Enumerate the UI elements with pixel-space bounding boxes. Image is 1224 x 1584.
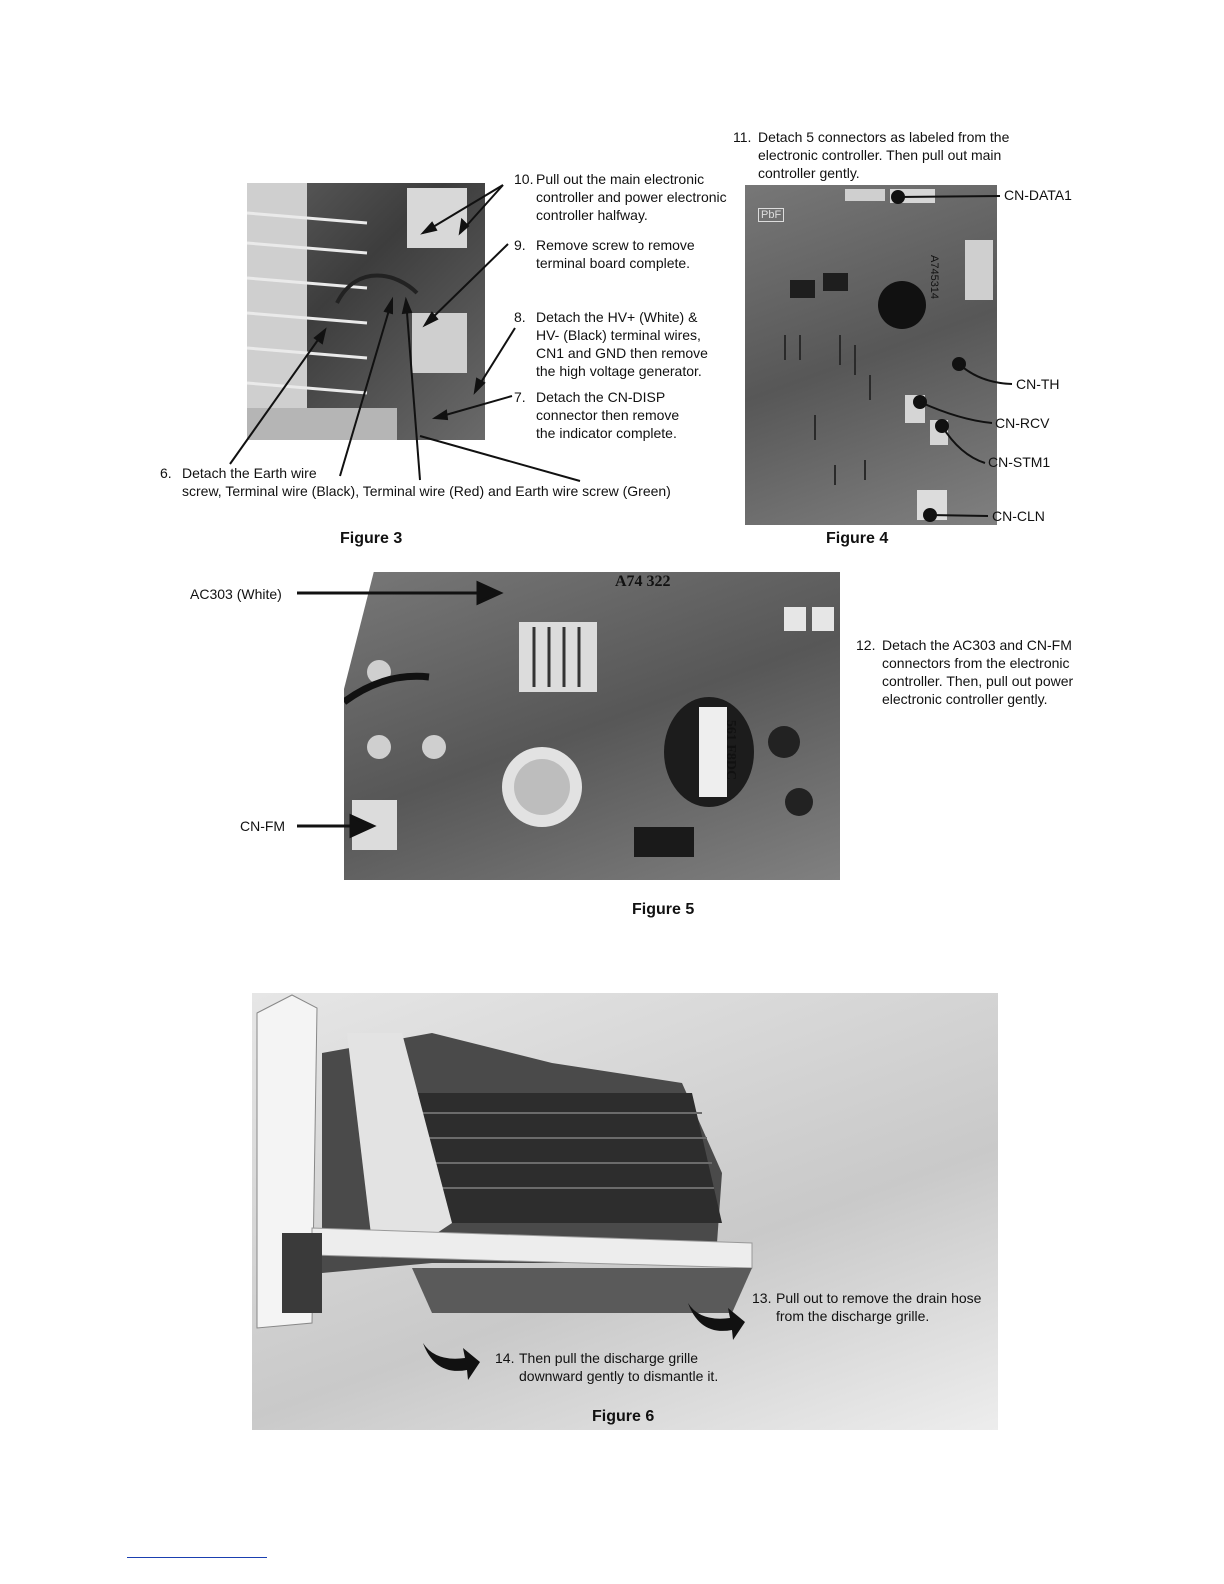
board-number-mark: A74 322	[615, 573, 671, 590]
figure6-step-13: 13. Pull out to remove the drain hose fr…	[752, 1289, 1002, 1325]
step-number: 13.	[752, 1290, 772, 1306]
cn-stm1-label: CN-STM1	[988, 454, 1051, 470]
step-text: Then pull the discharge grille downward …	[519, 1350, 719, 1384]
curved-arrow-icon	[688, 1303, 745, 1340]
figure3-photo-detail	[247, 183, 467, 440]
cn-data1-label: CN-DATA1	[1004, 187, 1072, 203]
step-text: Detach the HV+ (White) & HV- (Black) ter…	[536, 309, 708, 379]
figure3-step-6: 6. Detach the Earth wire screw, Terminal…	[160, 464, 740, 500]
figure3-step-10: 10. Pull out the main electronic control…	[514, 170, 744, 224]
figure6-unit-detail	[256, 994, 753, 1329]
cn-fm-label: CN-FM	[240, 818, 286, 834]
cn-th-label: CN-TH	[1016, 376, 1060, 392]
ac303-label: AC303 (White)	[190, 586, 282, 602]
figure3-photo	[247, 183, 485, 440]
step-text: Pull out the main electronic controller …	[536, 171, 727, 223]
step-number: 9.	[514, 237, 526, 253]
step-number: 10.	[514, 171, 534, 187]
figure4-caption: Figure 4	[826, 530, 889, 547]
figure4-board-detail	[784, 189, 993, 520]
figure4-step-11: 11. Detach 5 connectors as labeled from …	[733, 128, 1033, 182]
step-number: 6.	[160, 465, 172, 481]
step-text: Detach 5 connectors as labeled from the …	[758, 129, 1010, 181]
figure3-step-9: 9. Remove screw to remove terminal board…	[514, 236, 714, 272]
step-number: 11.	[733, 129, 752, 145]
footnote-divider	[127, 1557, 267, 1558]
step-text: Detach the CN-DISP connector then remove…	[536, 389, 680, 441]
cn-cln-label: CN-CLN	[992, 508, 1045, 524]
figure5-photo	[344, 572, 840, 880]
cn-rcv-label: CN-RCV	[995, 415, 1050, 431]
figure6-caption: Figure 6	[592, 1408, 655, 1425]
pbf-mark: PbF	[758, 208, 785, 222]
curved-arrow-icon	[423, 1343, 480, 1380]
step-number: 12.	[856, 637, 876, 653]
figure3-caption: Figure 3	[340, 530, 403, 547]
figure5-caption: Figure 5	[632, 901, 695, 918]
step-text: Pull out to remove the drain hose from t…	[776, 1290, 982, 1324]
figure3-step-7: 7. Detach the CN-DISP connector then rem…	[514, 388, 699, 442]
figure6-photo	[252, 993, 998, 1430]
step-text: Remove screw to remove terminal board co…	[536, 237, 695, 271]
step-text-line-2: screw, Terminal wire (Black), Terminal w…	[182, 483, 671, 499]
figure5-board-detail	[344, 607, 834, 857]
step-text: Detach the AC303 and CN-FM connectors fr…	[882, 637, 1074, 707]
step-number: 14.	[495, 1350, 515, 1366]
figure5-step-12: 12. Detach the AC303 and CN-FM connector…	[856, 636, 1091, 708]
figure4-photo	[745, 185, 997, 525]
figure6-step-14: 14. Then pull the discharge grille downw…	[495, 1349, 740, 1385]
figure3-step-8: 8. Detach the HV+ (White) & HV- (Black) …	[514, 308, 724, 380]
step-number: 8.	[514, 309, 526, 325]
step-number: 7.	[514, 389, 526, 405]
step-text-line-1: Detach the Earth wire	[182, 465, 317, 481]
